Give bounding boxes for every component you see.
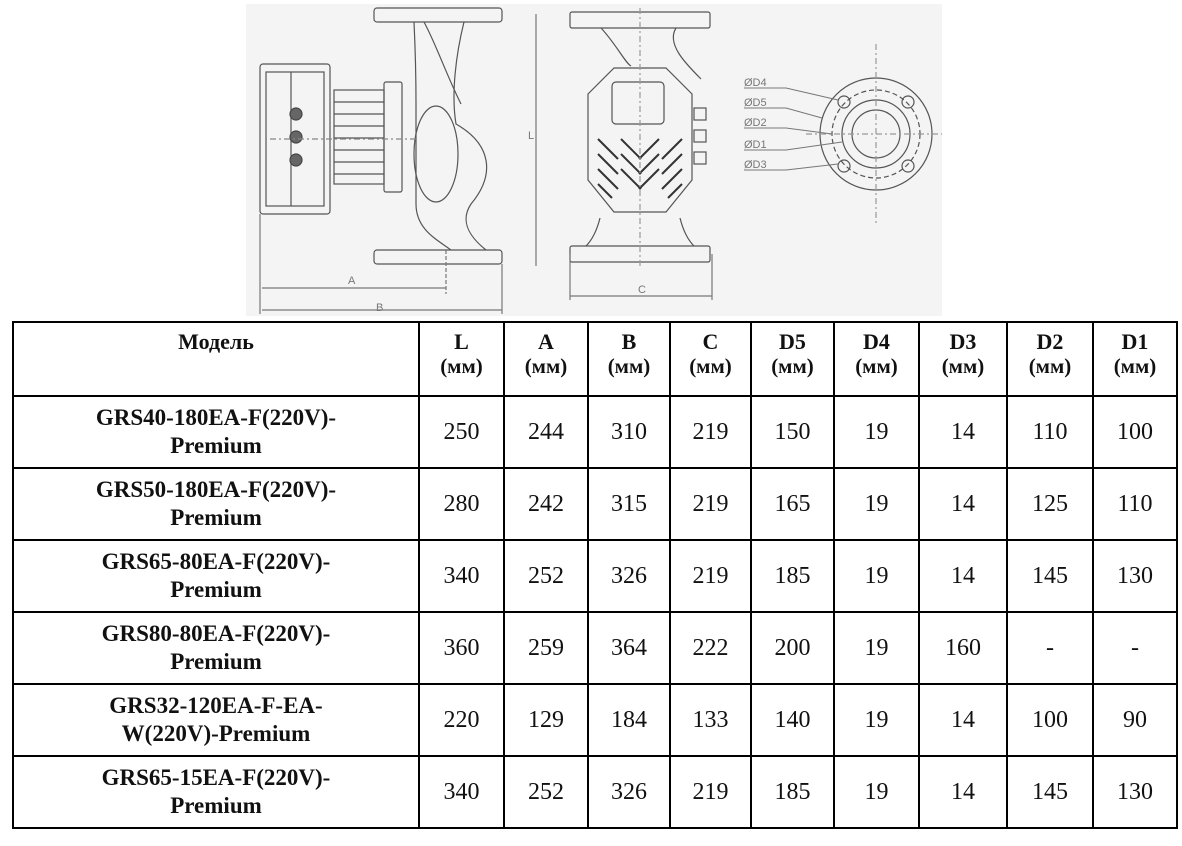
header-l: L(мм) <box>418 321 505 397</box>
header-d5: D5(мм) <box>750 321 835 397</box>
cell-d4: 19 <box>833 611 920 685</box>
cell-d1: 130 <box>1092 755 1178 829</box>
cell-d5: 150 <box>750 395 835 469</box>
header-d4: D4(мм) <box>833 321 920 397</box>
cell-d5: 165 <box>750 467 835 541</box>
cell-d1: 90 <box>1092 683 1178 757</box>
model-cell: GRS65-80EA-F(220V)-Premium <box>12 539 420 613</box>
cell-d3: 14 <box>918 683 1008 757</box>
cell-c: 219 <box>669 467 752 541</box>
model-cell: GRS80-80EA-F(220V)-Premium <box>12 611 420 685</box>
flange-view <box>806 44 942 226</box>
header-model: Модель <box>12 321 420 397</box>
flange-label-d1: ØD1 <box>744 139 767 151</box>
header-d2: D2(мм) <box>1006 321 1094 397</box>
dimension-label-l: L <box>528 130 534 142</box>
cell-c: 219 <box>669 755 752 829</box>
cell-d5: 200 <box>750 611 835 685</box>
cell-a: 244 <box>503 395 589 469</box>
cell-b: 326 <box>587 539 671 613</box>
cell-d2: 125 <box>1006 467 1094 541</box>
cell-l: 360 <box>418 611 505 685</box>
cell-d1: - <box>1092 611 1178 685</box>
flange-label-d2: ØD2 <box>744 117 767 129</box>
table-row: GRS65-15EA-F(220V)-Premium 340 252 326 2… <box>12 755 1178 829</box>
cell-d5: 185 <box>750 755 835 829</box>
cell-d3: 14 <box>918 755 1008 829</box>
cell-l: 220 <box>418 683 505 757</box>
table-row: GRS65-80EA-F(220V)-Premium 340 252 326 2… <box>12 539 1178 613</box>
cell-d4: 19 <box>833 755 920 829</box>
table-header-row: Модель L(мм) A(мм) B(мм) C(мм) D5(мм) D4… <box>12 321 1178 397</box>
cell-d1: 110 <box>1092 467 1178 541</box>
header-b: B(мм) <box>587 321 671 397</box>
cell-b: 315 <box>587 467 671 541</box>
cell-d5: 140 <box>750 683 835 757</box>
model-cell: GRS65-15EA-F(220V)-Premium <box>12 755 420 829</box>
cell-d4: 19 <box>833 395 920 469</box>
cell-d3: 14 <box>918 539 1008 613</box>
cell-d3: 160 <box>918 611 1008 685</box>
header-c: C(мм) <box>669 321 752 397</box>
model-cell: GRS32-120EA-F-EA-W(220V)-Premium <box>12 683 420 757</box>
header-a: A(мм) <box>503 321 589 397</box>
cell-b: 184 <box>587 683 671 757</box>
cell-d2: 145 <box>1006 539 1094 613</box>
pump-dimension-drawing: A B L C ØD4 ØD5 ØD2 ØD1 ØD3 <box>246 4 942 316</box>
cell-l: 340 <box>418 539 505 613</box>
cell-a: 252 <box>503 539 589 613</box>
cell-l: 250 <box>418 395 505 469</box>
cell-d2: 110 <box>1006 395 1094 469</box>
cell-d1: 130 <box>1092 539 1178 613</box>
header-d1: D1(мм) <box>1092 321 1178 397</box>
cell-c: 219 <box>669 539 752 613</box>
cell-d4: 19 <box>833 683 920 757</box>
cell-c: 133 <box>669 683 752 757</box>
flange-label-d5: ØD5 <box>744 97 767 109</box>
dimension-label-c: C <box>638 284 646 296</box>
cell-d1: 100 <box>1092 395 1178 469</box>
cell-l: 340 <box>418 755 505 829</box>
table-row: GRS80-80EA-F(220V)-Premium 360 259 364 2… <box>12 611 1178 685</box>
table-row: GRS32-120EA-F-EA-W(220V)-Premium 220 129… <box>12 683 1178 757</box>
cell-d3: 14 <box>918 395 1008 469</box>
cell-d3: 14 <box>918 467 1008 541</box>
cell-b: 364 <box>587 611 671 685</box>
flange-label-d3: ØD3 <box>744 159 767 171</box>
cell-d2: 145 <box>1006 755 1094 829</box>
dimension-label-b: B <box>376 302 383 314</box>
pump-schematic-image: A B L C ØD4 ØD5 ØD2 ØD1 ØD3 <box>259 7 942 314</box>
cell-b: 310 <box>587 395 671 469</box>
cell-a: 252 <box>503 755 589 829</box>
dimensions-table: Модель L(мм) A(мм) B(мм) C(мм) D5(мм) D4… <box>12 321 1178 829</box>
cell-d4: 19 <box>833 539 920 613</box>
model-cell: GRS50-180EA-F(220V)-Premium <box>12 467 420 541</box>
flange-label-d4: ØD4 <box>744 77 767 89</box>
dimension-label-a: A <box>348 275 356 287</box>
cell-b: 326 <box>587 755 671 829</box>
cell-d4: 19 <box>833 467 920 541</box>
cell-a: 259 <box>503 611 589 685</box>
table-row: GRS40-180EA-F(220V)-Premium 250 244 310 … <box>12 395 1178 469</box>
cell-a: 129 <box>503 683 589 757</box>
cell-d5: 185 <box>750 539 835 613</box>
cell-d2: 100 <box>1006 683 1094 757</box>
cell-c: 222 <box>669 611 752 685</box>
cell-c: 219 <box>669 395 752 469</box>
cell-l: 280 <box>418 467 505 541</box>
front-view <box>569 11 711 263</box>
header-d3: D3(мм) <box>918 321 1008 397</box>
cell-a: 242 <box>503 467 589 541</box>
model-cell: GRS40-180EA-F(220V)-Premium <box>12 395 420 469</box>
table-row: GRS50-180EA-F(220V)-Premium 280 242 315 … <box>12 467 1178 541</box>
cell-d2: - <box>1006 611 1094 685</box>
